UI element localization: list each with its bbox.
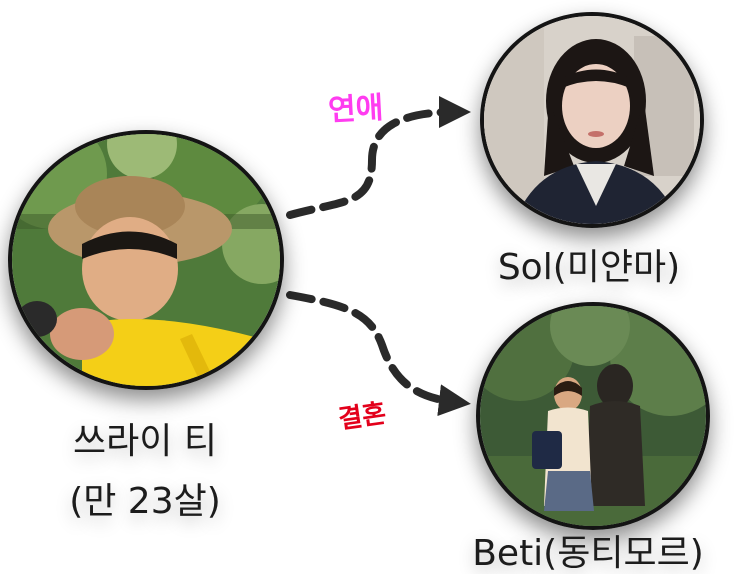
- marriage-arrow: [286, 291, 471, 417]
- marriage-label: 결혼: [336, 398, 389, 436]
- bottom-person-photo: [476, 302, 710, 530]
- dating-label: 연애: [327, 90, 385, 129]
- main-person-name: 쓰라이 티: [73, 421, 217, 462]
- dating-arrow: [286, 96, 471, 219]
- main-person-photo: [8, 130, 284, 390]
- top-person-name: Sol(미얀마): [497, 247, 681, 288]
- top-person-photo: [480, 12, 704, 228]
- bottom-person-name: Beti(동티모르): [472, 533, 704, 574]
- main-person-age: (만 23살): [69, 481, 221, 522]
